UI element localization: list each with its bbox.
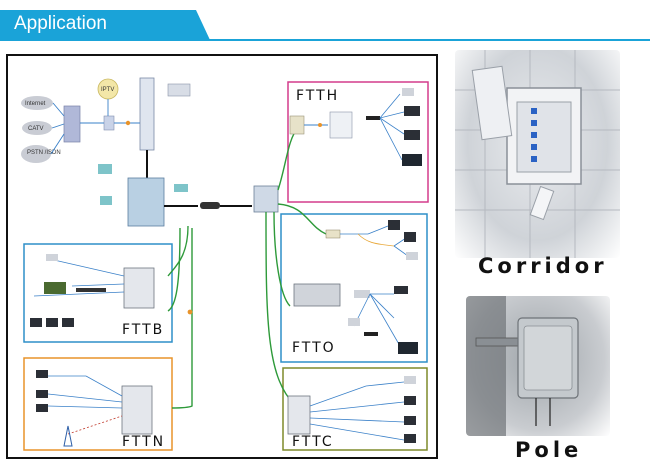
olt-icon bbox=[103, 115, 115, 131]
ftto-switch-icon bbox=[354, 290, 370, 298]
fttc-zone bbox=[282, 367, 428, 451]
pole-caption: Pole bbox=[515, 438, 583, 462]
iptv-label: IPTV bbox=[101, 87, 114, 93]
ftto-drop-links bbox=[353, 293, 401, 347]
fiber-joint-icon bbox=[187, 309, 193, 315]
splice-closure-icon bbox=[200, 202, 220, 209]
fiber-links bbox=[167, 127, 327, 409]
catv-cloud-icon: CATV bbox=[22, 121, 52, 135]
fttb-label: FTTB bbox=[122, 322, 164, 338]
wall-mounted-distribution-box-icon bbox=[471, 65, 582, 221]
fttc-drop-links bbox=[309, 381, 405, 441]
fttn-wireless-link bbox=[67, 415, 123, 435]
fttb-cabinet-icon bbox=[123, 267, 155, 309]
pc-icon bbox=[388, 220, 400, 230]
fttc-pc-icon-2 bbox=[404, 416, 416, 425]
ftth-router-icon bbox=[366, 116, 380, 120]
pstn-label: PSTN /ISDN bbox=[27, 150, 61, 156]
printer-icon bbox=[406, 252, 418, 260]
switch-icon bbox=[63, 105, 81, 143]
terminal-icon bbox=[167, 83, 191, 97]
ftto-phone-icon bbox=[348, 318, 360, 326]
ftto-laptop-icon bbox=[394, 286, 408, 294]
fttb-pc-icon-2 bbox=[46, 318, 58, 327]
fttn-pc-icon-2 bbox=[36, 390, 48, 398]
pstn-cloud-icon: PSTN /ISDN bbox=[21, 145, 61, 163]
fttn-drop-links bbox=[47, 375, 123, 409]
central-cabinet-icon bbox=[127, 177, 165, 227]
fttn-zone bbox=[23, 357, 173, 451]
corridor-photo bbox=[455, 50, 620, 258]
ftth-wall-box-icon bbox=[329, 111, 353, 139]
source-links bbox=[50, 99, 140, 155]
fttb-pc-icon bbox=[30, 318, 42, 327]
catv-label: CATV bbox=[28, 126, 44, 132]
header-underline bbox=[0, 39, 650, 41]
fttb-tv-icon bbox=[44, 282, 66, 294]
laptop-icon bbox=[404, 106, 420, 116]
fttb-switch-icon bbox=[76, 288, 106, 292]
diagram-canvas: FTTH FTTB FTTO FTTN FTTC Internet CATV P… bbox=[21, 77, 429, 451]
pole-photo bbox=[466, 296, 610, 436]
fttn-label: FTTN bbox=[122, 434, 165, 450]
corridor-caption: Corridor bbox=[478, 254, 608, 278]
splitter-dot-icon bbox=[125, 120, 131, 126]
antenna-tower-icon bbox=[63, 425, 73, 447]
ftto-label: FTTO bbox=[292, 340, 336, 356]
ftto-olt-icon bbox=[293, 283, 341, 307]
ftth-ont-icon bbox=[289, 115, 305, 135]
fttc-pc-icon bbox=[404, 396, 416, 405]
ftto-router-icon bbox=[364, 332, 378, 336]
fttc-pc-icon-3 bbox=[404, 434, 416, 443]
ftto-panel-icon bbox=[325, 229, 341, 239]
header-bar bbox=[0, 10, 210, 40]
fttb-zone bbox=[23, 243, 173, 343]
ftth-connector-icon bbox=[318, 123, 322, 127]
laptop-icon-2 bbox=[404, 130, 420, 140]
tv-icon bbox=[402, 154, 422, 166]
fttn-pc-icon bbox=[36, 370, 48, 378]
pc-icon-2 bbox=[404, 232, 416, 242]
network-diagram: FTTH FTTB FTTO FTTN FTTC Internet CATV P… bbox=[6, 54, 438, 459]
iptv-server-icon: IPTV bbox=[97, 78, 119, 100]
internet-cloud-icon: Internet bbox=[21, 96, 53, 110]
aux-device-icon bbox=[98, 164, 112, 174]
ftth-drop-links bbox=[379, 93, 405, 161]
ftth-label: FTTH bbox=[296, 88, 339, 104]
fttc-phone-icon bbox=[404, 376, 416, 384]
header-title: Application bbox=[14, 13, 107, 34]
fttb-pc-icon-3 bbox=[62, 318, 74, 327]
ftth-zone bbox=[287, 81, 429, 203]
fttb-phone-icon bbox=[46, 254, 58, 261]
ftto-top-links bbox=[340, 225, 409, 257]
fttc-cabinet-icon bbox=[287, 395, 311, 435]
aux-device-icon-3 bbox=[174, 184, 188, 192]
rack-icon bbox=[139, 77, 155, 151]
fttn-pc-icon-3 bbox=[36, 404, 48, 412]
internet-label: Internet bbox=[25, 101, 46, 107]
fttn-cabinet-icon bbox=[121, 385, 153, 435]
ftto-tv-icon bbox=[398, 342, 418, 354]
phone-icon bbox=[402, 88, 414, 96]
fttc-label: FTTC bbox=[292, 434, 334, 450]
pole-mounted-distribution-box-icon bbox=[475, 317, 579, 426]
fttb-drop-links bbox=[33, 259, 125, 297]
aux-device-icon-2 bbox=[100, 196, 112, 205]
distribution-panel-icon bbox=[253, 185, 279, 213]
